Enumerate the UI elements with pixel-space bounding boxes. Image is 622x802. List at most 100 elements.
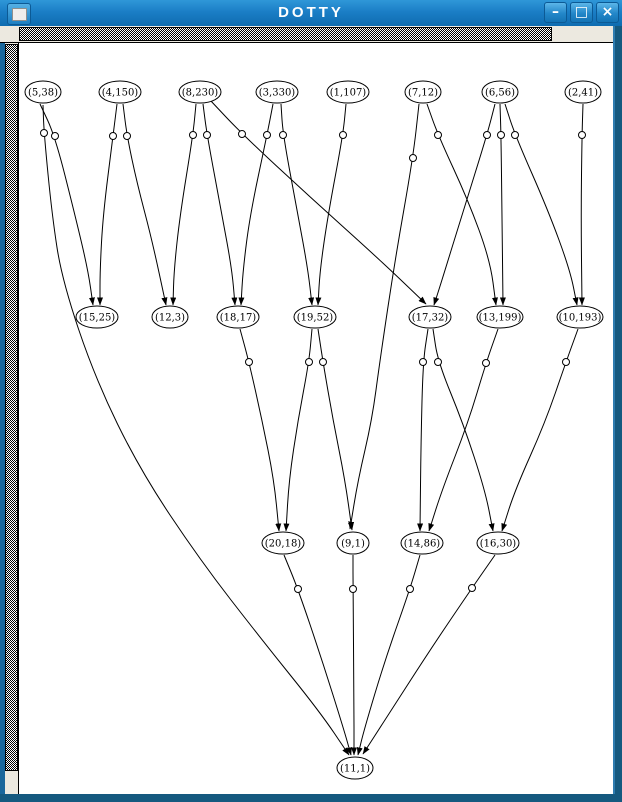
graph-node-5,38[interactable]: (5,38)	[24, 80, 62, 104]
window-menu-button[interactable]	[7, 3, 31, 25]
node-label: (11,1)	[340, 764, 370, 775]
graph-node-9,1[interactable]: (9,1)	[336, 531, 370, 555]
graph-node-11,1[interactable]: (11,1)	[336, 756, 374, 780]
edge-weight-circle[interactable]	[434, 358, 442, 366]
graph-node-18,17[interactable]: (18,17)	[216, 305, 260, 329]
edge-weight-circle[interactable]	[482, 359, 490, 367]
graph-node-17,32[interactable]: (17,32)	[408, 305, 452, 329]
edge-weight-circle[interactable]	[497, 131, 505, 139]
node-label: (4,150)	[102, 88, 139, 99]
graph-node-14,86[interactable]: (14,86)	[400, 531, 444, 555]
node-ellipse[interactable]	[404, 80, 442, 104]
graph-edge-16,30-to-11,1[interactable]	[362, 554, 496, 755]
node-ellipse[interactable]	[564, 80, 602, 104]
graph-edge-17,32-to-16,30[interactable]	[432, 328, 495, 532]
graph-node-12,3[interactable]: (12,3)	[151, 305, 189, 329]
node-label: (3,330)	[259, 88, 296, 99]
graph-canvas[interactable]: (5,38) (4,150) (8,230) (3,330) (1,107) (7,12)…	[19, 43, 613, 794]
horizontal-scrollbar[interactable]	[19, 26, 613, 43]
edge-weight-circle[interactable]	[203, 131, 211, 139]
graph-node-4,150[interactable]: (4,150)	[98, 80, 142, 104]
edge-weight-circle[interactable]	[263, 131, 271, 139]
graph-edge-7,12-to-9,1[interactable]	[348, 103, 420, 530]
minimize-icon: –	[552, 3, 559, 20]
node-label: (17,32)	[412, 313, 449, 324]
edge-weight-circle[interactable]	[189, 131, 197, 139]
edge-weight-circle[interactable]	[511, 131, 519, 139]
graph-node-8,230[interactable]: (8,230)	[178, 80, 222, 104]
vertical-scrollbar-thumb[interactable]	[5, 44, 18, 771]
graph-node-16,30[interactable]: (16,30)	[476, 531, 520, 555]
graph-edge-17,32-to-14,86[interactable]	[417, 328, 429, 532]
node-label: (13,199)	[479, 313, 522, 324]
edge-weight-circle[interactable]	[339, 131, 347, 139]
node-ellipse[interactable]	[556, 305, 604, 329]
node-ellipse[interactable]	[75, 305, 119, 329]
edge-weight-circle[interactable]	[279, 131, 287, 139]
minimize-button[interactable]: –	[544, 2, 567, 23]
close-button[interactable]: ×	[596, 2, 619, 23]
graph-node-2,41[interactable]: (2,41)	[564, 80, 602, 104]
edge-weight-circle[interactable]	[109, 132, 117, 140]
graph-edge-9,1-to-11,1[interactable]	[351, 555, 357, 756]
graph-node-19,52[interactable]: (19,52)	[293, 305, 337, 329]
node-ellipse[interactable]	[400, 531, 444, 555]
graph-edge-20,18-to-11,1[interactable]	[283, 554, 352, 756]
edge-weight-circle[interactable]	[483, 131, 491, 139]
edge-weight-circle[interactable]	[238, 130, 246, 138]
edge-weight-circle[interactable]	[294, 585, 302, 593]
graph-node-15,25[interactable]: (15,25)	[75, 305, 119, 329]
graph[interactable]: (5,38) (4,150) (8,230) (3,330) (1,107) (7,12)…	[19, 43, 613, 794]
node-ellipse[interactable]	[261, 531, 305, 555]
node-ellipse[interactable]	[476, 531, 520, 555]
graph-node-13,199[interactable]: (13,199)	[476, 305, 524, 329]
node-ellipse[interactable]	[293, 305, 337, 329]
titlebar[interactable]: DOTTY – □ ×	[0, 0, 622, 26]
node-ellipse[interactable]	[336, 531, 370, 555]
graph-node-6,56[interactable]: (6,56)	[481, 80, 519, 104]
graph-edge-18,17-to-20,18[interactable]	[239, 328, 282, 532]
edge-weight-circle[interactable]	[51, 132, 59, 140]
graph-node-3,330[interactable]: (3,330)	[255, 80, 299, 104]
graph-edge-5,38-to-11,1[interactable]	[42, 104, 350, 756]
edge-weight-circle[interactable]	[562, 358, 570, 366]
graph-node-20,18[interactable]: (20,18)	[261, 531, 305, 555]
graph-edge-6,56-to-13,199[interactable]	[499, 103, 506, 306]
edge-weight-circle[interactable]	[409, 154, 417, 162]
node-ellipse[interactable]	[178, 80, 222, 104]
node-ellipse[interactable]	[481, 80, 519, 104]
horizontal-scrollbar-thumb[interactable]	[19, 27, 552, 41]
graph-edge-14,86-to-11,1[interactable]	[356, 554, 421, 756]
graph-node-7,12[interactable]: (7,12)	[404, 80, 442, 104]
node-ellipse[interactable]	[216, 305, 260, 329]
maximize-button[interactable]: □	[570, 2, 593, 23]
node-ellipse[interactable]	[24, 80, 62, 104]
graph-edge-2,41-to-10,193[interactable]	[578, 103, 585, 306]
edge-weight-circle[interactable]	[123, 132, 131, 140]
edge-weight-circle[interactable]	[419, 358, 427, 366]
node-ellipse[interactable]	[408, 305, 452, 329]
node-ellipse[interactable]	[476, 305, 524, 329]
edge-weight-circle[interactable]	[40, 129, 48, 137]
graph-node-10,193[interactable]: (10,193)	[556, 305, 604, 329]
graph-node-1,107[interactable]: (1,107)	[326, 80, 370, 104]
graph-edge-5,38-to-15,25[interactable]	[39, 103, 95, 306]
edge-weight-circle[interactable]	[349, 585, 357, 593]
edge-weight-circle[interactable]	[319, 358, 327, 366]
edge-weight-circle[interactable]	[468, 584, 476, 592]
node-ellipse[interactable]	[98, 80, 142, 104]
node-ellipse[interactable]	[151, 305, 189, 329]
node-label: (16,30)	[480, 539, 517, 550]
vertical-scrollbar[interactable]	[5, 43, 19, 794]
window-right-frame	[613, 26, 622, 794]
node-ellipse[interactable]	[255, 80, 299, 104]
node-label: (5,38)	[28, 88, 58, 99]
edge-weight-circle[interactable]	[578, 131, 586, 139]
node-ellipse[interactable]	[336, 756, 374, 780]
edge-weight-circle[interactable]	[245, 358, 253, 366]
edge-weight-circle[interactable]	[305, 358, 313, 366]
node-label: (1,107)	[330, 88, 367, 99]
edge-weight-circle[interactable]	[434, 131, 442, 139]
node-ellipse[interactable]	[326, 80, 370, 104]
edge-weight-circle[interactable]	[406, 585, 414, 593]
